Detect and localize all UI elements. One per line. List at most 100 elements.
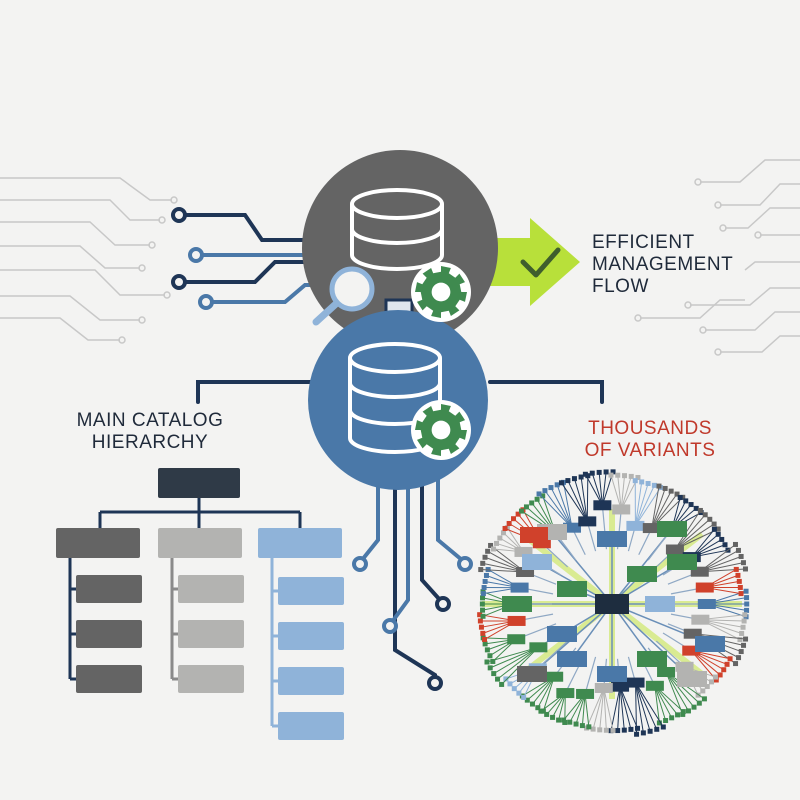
- hierarchy-item-node: [178, 665, 244, 693]
- network-leaf: [497, 535, 503, 541]
- network-leaf: [634, 731, 640, 737]
- network-leaf: [663, 718, 669, 724]
- network-leaf: [735, 572, 741, 578]
- network-link: [497, 646, 539, 680]
- network-leaf: [487, 653, 493, 659]
- network-link: [592, 687, 605, 730]
- label-line: MAIN CATALOG: [76, 410, 224, 431]
- network-subnode: [516, 567, 535, 578]
- network-link: [575, 693, 586, 725]
- network-node: [695, 636, 725, 652]
- network-link: [538, 493, 573, 529]
- network-leaf: [744, 595, 750, 601]
- variants-network: [477, 469, 750, 737]
- network-leaf: [724, 661, 730, 667]
- network-leaf: [735, 547, 741, 553]
- network-leaf: [708, 679, 714, 685]
- network-leaf: [544, 711, 550, 717]
- network-subnode: [697, 599, 716, 609]
- network-leaf: [727, 656, 733, 662]
- network-subnode: [682, 645, 701, 656]
- network-leaf: [480, 595, 486, 601]
- network-leaf: [711, 526, 717, 532]
- network-link: [537, 676, 555, 708]
- network-link: [567, 480, 588, 522]
- network-leaf: [488, 542, 494, 548]
- output-lines: [352, 463, 473, 691]
- gear-hole: [431, 420, 451, 440]
- network-link: [544, 490, 573, 528]
- network-link: [551, 531, 613, 605]
- network-leaf: [589, 470, 595, 476]
- network-leaf: [502, 525, 508, 531]
- network-link: [674, 518, 711, 550]
- network-subnode: [594, 682, 613, 693]
- network-leaf: [712, 674, 718, 680]
- network-leaf: [711, 521, 717, 527]
- network-leaf: [715, 531, 721, 537]
- network-leaf: [482, 554, 488, 560]
- label-line: MANAGEMENT: [592, 254, 734, 275]
- network-subnode: [563, 522, 582, 533]
- network-subnode: [683, 628, 702, 639]
- network-link: [601, 471, 607, 506]
- network-leaf: [615, 728, 621, 734]
- network-link: [586, 475, 589, 522]
- gear-icon: [411, 262, 471, 322]
- network-node: [502, 596, 532, 612]
- network-leaf: [668, 488, 674, 494]
- network-link: [584, 693, 590, 727]
- network-link: [617, 686, 621, 731]
- network-leaf: [683, 498, 689, 504]
- network-leaf: [536, 491, 542, 497]
- network-link: [651, 488, 666, 529]
- network-subnode: [507, 634, 526, 645]
- network-leaf: [737, 637, 743, 643]
- network-leaf: [628, 726, 634, 732]
- network-link: [599, 687, 605, 730]
- network-leaf: [487, 665, 493, 671]
- network-leaf: [677, 495, 683, 501]
- gear-icon: [411, 400, 471, 460]
- network-subnode: [690, 566, 709, 577]
- network-link: [635, 682, 658, 730]
- circuit-traces-right: [634, 159, 800, 356]
- network-leaf: [542, 488, 548, 494]
- network-subnode: [626, 677, 645, 688]
- network-node-highlight: [520, 527, 548, 543]
- network-node: [557, 651, 587, 667]
- network-leaf: [722, 542, 728, 548]
- network-node: [637, 651, 667, 667]
- network-leaf: [651, 482, 657, 488]
- network-leaf: [565, 478, 571, 484]
- network-link: [617, 475, 622, 510]
- network-leaf: [737, 584, 743, 590]
- network-leaf: [744, 607, 750, 613]
- network-link: [573, 478, 588, 522]
- network-leaf: [603, 727, 609, 733]
- network-leaf: [628, 473, 634, 479]
- network-leaf: [738, 591, 744, 597]
- network-leaf: [494, 540, 500, 546]
- network-link: [665, 671, 700, 704]
- network-link: [610, 474, 622, 510]
- label-line: FLOW: [592, 276, 649, 297]
- network-leaf: [534, 496, 540, 502]
- network-leaf: [693, 505, 699, 511]
- network-subnode: [691, 614, 710, 625]
- network-leaf: [715, 526, 721, 532]
- network-leaf: [550, 714, 556, 720]
- hierarchy-item-node: [76, 620, 142, 648]
- network-leaf: [610, 469, 616, 475]
- network-leaf: [738, 553, 744, 559]
- network-link: [561, 482, 588, 522]
- network-node: [677, 671, 707, 687]
- network-subnode: [642, 523, 661, 534]
- network-leaf: [701, 696, 707, 702]
- catalog-hierarchy: [56, 468, 344, 740]
- network-leaf: [480, 613, 486, 619]
- network-leaf: [485, 548, 491, 554]
- network-leaf: [733, 661, 739, 667]
- network-leaf: [477, 612, 483, 618]
